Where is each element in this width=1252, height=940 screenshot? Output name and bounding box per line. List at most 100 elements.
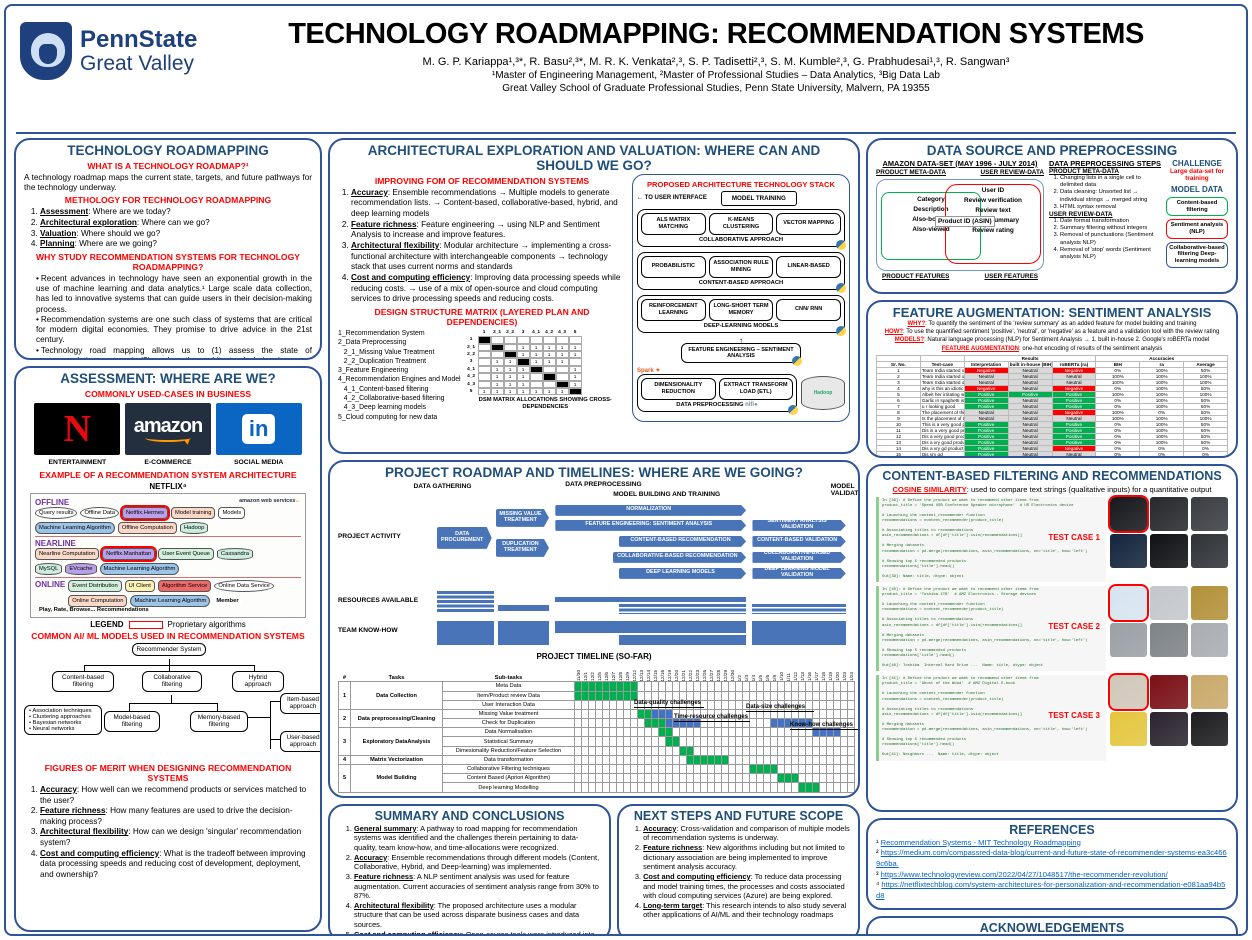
gantt-date: 12/20 — [673, 669, 679, 682]
stack-box: K-MEANS CLUSTERING — [708, 212, 774, 235]
gantt-date: 1/4 — [750, 674, 756, 682]
netflix-node: Model training — [171, 506, 216, 519]
gantt-date: 12/14 — [645, 669, 651, 682]
steps-user-head: USER REVIEW-DATA — [1049, 211, 1113, 219]
gantt-date: 12/29 — [722, 669, 728, 682]
stack-box: CNN/ RNN — [776, 298, 842, 321]
online-notes: Play, Rate, Browse... Recommendations — [39, 606, 149, 613]
gantt-date: 12/27 — [708, 669, 714, 682]
dsm-cell — [529, 336, 543, 344]
dsm-cell: 1 — [568, 351, 582, 359]
netflix-node: Event Distribution — [68, 579, 122, 592]
list-item: Accuracy: How well can we recommend prod… — [40, 785, 312, 806]
knowhow-bar — [436, 620, 494, 645]
why-bullets: Recent advances in technology have seen … — [24, 274, 312, 358]
stack-box: PROBABILISTIC — [641, 255, 706, 278]
gantt-subtask: Collaborative Filtering techniques — [442, 764, 575, 775]
gantt-task: Model Building — [350, 764, 443, 793]
gantt-annotation: Data-quality challenges — [634, 700, 704, 708]
model-training-box: MODEL TRAINING — [720, 190, 797, 206]
gantt-row: Deep learning Modelling — [339, 782, 855, 793]
cosine-similarity-text: : used to compare text strings (qualitat… — [966, 484, 1212, 494]
dsm-cell: 1 — [568, 343, 582, 352]
netflix-node: Cassandra — [216, 547, 253, 560]
section-technology-roadmapping: TECHNOLOGY ROADMAPPING WHAT IS A TECHNOL… — [14, 138, 322, 360]
netflix-node: Algorithm Service — [157, 579, 212, 592]
phase-label: DATA GATHERING — [413, 482, 472, 490]
stack-box: LONG-SHORT TERM MEMORY — [708, 298, 774, 321]
list-item: Cost and computing efficiency: Open-sour… — [354, 930, 601, 934]
hdd-photo-3 — [1190, 623, 1228, 657]
model-data-box: Collaborative-based filtering Deep-learn… — [1166, 241, 1228, 268]
resource-bar — [752, 603, 846, 614]
studio-microphone-photo — [1190, 496, 1228, 531]
section-project-roadmap: PROJECT ROADMAP AND TIMELINES: WHERE ARE… — [328, 460, 860, 798]
tree-node: Content-based filtering — [52, 670, 114, 692]
subheading-fom: FIGURES OF MERIT WHEN DESIGNING RECOMMEN… — [44, 762, 292, 783]
pennstate-shield-icon — [20, 22, 72, 80]
gantt-subtask: Missing Value treatment — [442, 708, 575, 720]
reference-link[interactable]: https://www.technologyreview.com/2022/04… — [880, 869, 1168, 879]
list-item: Cost and computing efficiency: What is t… — [40, 849, 312, 881]
product-metadata-head: PRODUCT META-DATA — [876, 168, 946, 176]
figures-of-merit-list: Accuracy: How well can we recommend prod… — [24, 785, 312, 881]
roadmap-knowhow-bars — [426, 619, 850, 649]
nifi-icon: nifi● — [745, 401, 758, 408]
next-steps-list: Accuracy: Cross-validation and compariso… — [627, 824, 850, 920]
dsm-cell: 1 — [555, 358, 569, 366]
stack-box: EXTRACT TRANSFORM LOAD (ETL) — [718, 377, 793, 400]
knowhow-bar — [555, 620, 747, 633]
subheading-dsm: DESIGN STRUCTURE MATRIX (LAYERED PLAN AN… — [374, 306, 590, 327]
section-title: SUMMARY AND CONCLUSIONS — [374, 809, 565, 823]
netflix-node: Machine Learning Algorithm — [99, 562, 180, 575]
book-cover-photo-1 — [1107, 673, 1150, 712]
list-item: Accuracy: Ensemble recommendations throu… — [354, 853, 601, 872]
gantt-date: 12/30 — [729, 669, 735, 682]
reference-link[interactable]: https://netflixtechblog.com/system-archi… — [876, 880, 1226, 900]
dsm-cell — [477, 336, 491, 344]
hadoop-icon: Hadoop — [801, 375, 845, 410]
methodology-list: Assessment: Where are we today?Architect… — [24, 207, 312, 250]
book-cover-yellow-photo — [1110, 712, 1148, 747]
dsm-cell: 1 — [516, 365, 530, 374]
netflix-node: MySQL — [35, 562, 63, 575]
dsm-cell: 1 — [516, 380, 530, 389]
gantt-date: 12/15 — [652, 669, 658, 682]
phase-label: MODEL VALIDATION — [830, 482, 859, 497]
references-list: ¹ Recommendation Systems - MIT Technolog… — [876, 838, 1228, 902]
section-title: FEATURE AUGMENTATION: SENTIMENT ANALYSIS — [892, 305, 1212, 320]
row-label-knowhow: TEAM KNOW-HOW — [338, 626, 398, 634]
section-title: NEXT STEPS AND FUTURE SCOPE — [633, 809, 844, 823]
reference-link[interactable]: https://medium.com/compassred-data-blog/… — [876, 848, 1227, 868]
test-case: In [41]: # Define the product we want to… — [876, 673, 1228, 761]
dsm-cell: 1 — [516, 388, 530, 396]
subheading-usecases: COMMONLY USED-CASES IN BUSINESS — [84, 388, 252, 399]
sentiment-average-row: Average33%80%57% — [877, 457, 1228, 458]
section-assessment: ASSESSMENT: WHERE ARE WE? COMMONLY USED-… — [14, 366, 322, 932]
python-icon — [792, 355, 802, 366]
list-item: Architectural exploration: Where can we … — [40, 218, 312, 229]
dsm-cell: 1 — [490, 380, 504, 389]
gantt-date: 12/5 — [596, 672, 602, 682]
sentiment-meta-line: WHY?: To quantify the sentiment of the '… — [907, 321, 1197, 328]
summary-list: General summary: A pathway to road mappi… — [338, 824, 601, 934]
dsm-cell: 1 — [529, 343, 543, 352]
test-case: In [40]: # Define the product we want to… — [876, 584, 1228, 672]
dsm-cell: 1 — [490, 358, 504, 366]
book-cover-arnoldi-photo — [1190, 675, 1228, 710]
sentiment-meta-line: FEATURE AUGMENTATION: one-hot encoding o… — [941, 345, 1163, 352]
dsm-cell — [477, 373, 491, 381]
reference-link[interactable]: Recommendation Systems - MIT Technology … — [880, 837, 1081, 847]
gantt-subtask: Statistical Summary — [442, 736, 575, 747]
subheading-example: EXAMPLE OF A RECOMMENDATION SYSTEM ARCHI… — [39, 469, 297, 480]
